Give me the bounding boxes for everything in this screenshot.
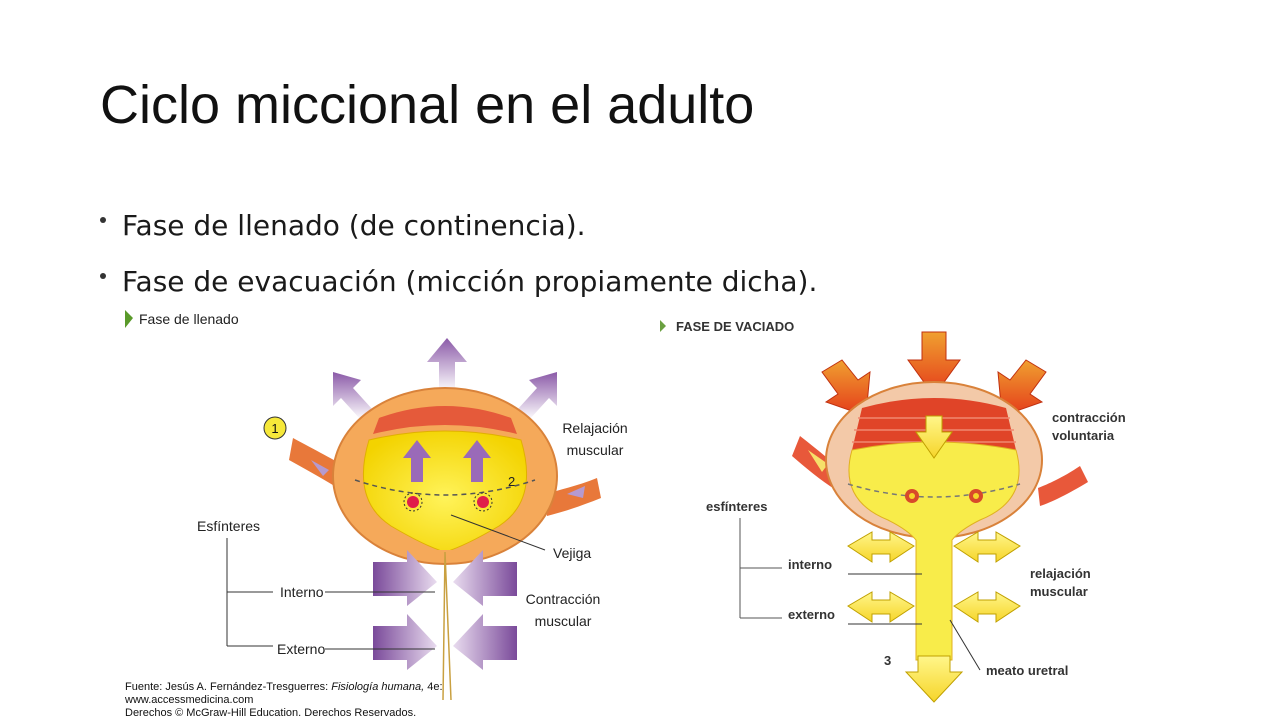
meatus-leader-line [949, 619, 981, 671]
sphincters-label: esfínteres [706, 499, 767, 514]
inner-up-arrows-icon [403, 440, 491, 482]
meatus-label: meato uretral [986, 663, 1068, 678]
internal-label: interno [788, 557, 832, 572]
step-two-label: 2 [508, 474, 515, 489]
svg-text:Fase de llenado: Fase de llenado [139, 311, 239, 327]
voluntary-contraction-line1: contracción [1052, 410, 1126, 425]
relaxation-label-line1: relajación [1030, 566, 1091, 581]
step-one-badge: 1 [263, 416, 287, 440]
sphincter-bracket [739, 518, 782, 619]
step-three-label: 3 [884, 653, 891, 668]
bladder-icon [825, 381, 1043, 661]
bladder-icon [332, 387, 558, 701]
filling-heading: Fase de llenado [125, 310, 239, 328]
filling-phase-diagram: Fase de llenado [125, 310, 628, 701]
relaxation-label-line2: muscular [1030, 584, 1088, 599]
relaxation-label-line2: muscular [567, 442, 624, 458]
outward-arrows-icon [333, 338, 557, 420]
contraction-label-line2: muscular [535, 613, 592, 629]
slide-title: Ciclo miccional en el adulto [100, 75, 755, 135]
sphincters-label: Esfínteres [197, 518, 260, 534]
bladder-leader-line [450, 514, 546, 551]
voluntary-contraction-line2: voluntaria [1052, 428, 1115, 443]
voiding-phase-diagram: FASE DE VACIADO 3 contracción vo [660, 319, 1126, 703]
external-label: externo [788, 607, 835, 622]
sphincter-bracket [226, 538, 273, 647]
bullet-item: Fase de llenado (de continencia). [100, 198, 817, 254]
bladder-label: Vejiga [553, 545, 591, 561]
bullet-dot-icon [100, 217, 106, 223]
internal-sphincter-icon [403, 492, 493, 512]
bullet-item: Fase de evacuación (micción propiamente … [100, 254, 817, 310]
contraction-label-line1: Contracción [526, 591, 601, 607]
svg-text:1: 1 [271, 421, 278, 436]
play-marker-icon [660, 320, 666, 332]
relaxation-label-line1: Relajación [562, 420, 627, 436]
bullet-dot-icon [100, 273, 106, 279]
relaxation-arrows-icon [847, 531, 1021, 703]
ureter-right-icon [1038, 466, 1088, 506]
voiding-heading: FASE DE VACIADO [660, 319, 794, 334]
pressing-arrows-icon [821, 331, 1047, 417]
external-label: Externo [277, 641, 325, 657]
play-marker-icon [125, 310, 133, 328]
svg-text:FASE DE VACIADO: FASE DE VACIADO [676, 319, 794, 334]
source-citation: Fuente: Jesús A. Fernández-Tresguerres: … [125, 681, 443, 719]
ureter-right-icon [545, 478, 601, 516]
internal-label: Interno [280, 584, 324, 600]
bullet-list: Fase de llenado (de continencia). Fase d… [100, 198, 817, 310]
